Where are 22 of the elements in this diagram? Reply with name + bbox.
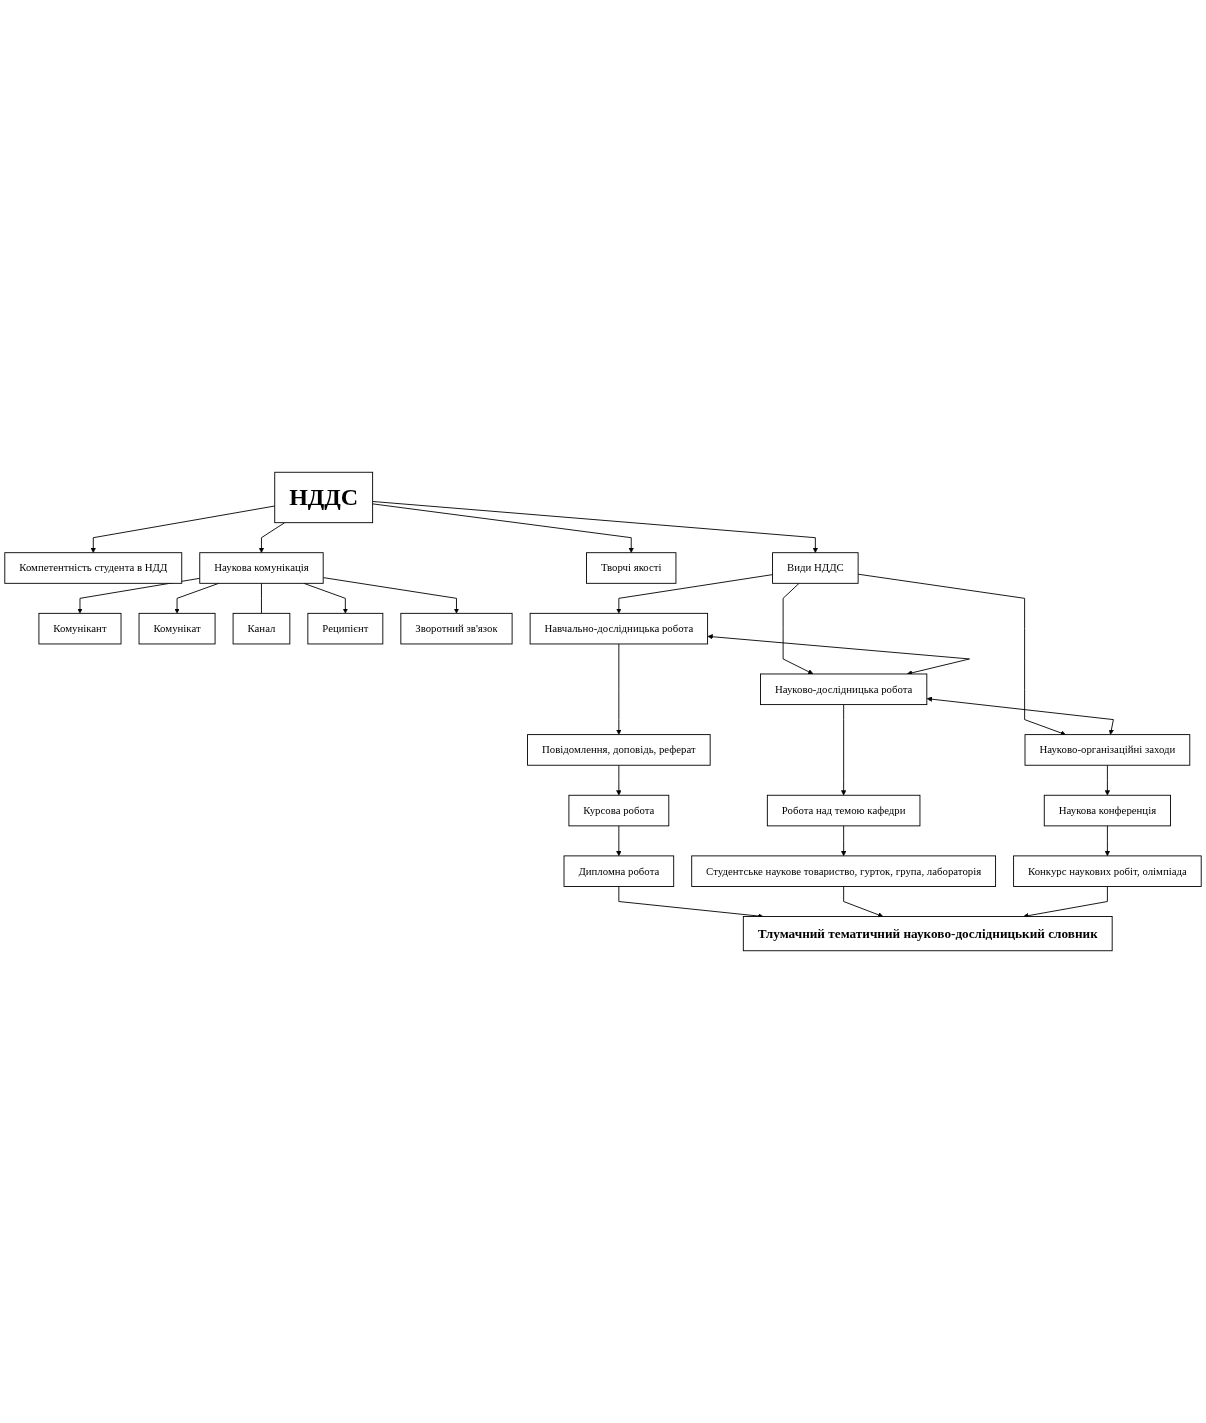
- node-box: Канал: [232, 612, 291, 645]
- node-box: Науково-організаційні заходи: [1024, 734, 1191, 766]
- node-box: НДДС: [274, 471, 374, 524]
- node-box: Зворотний зв'язок: [400, 612, 513, 645]
- node-box: Тлумачний тематичний науково-дослідницький словник: [742, 916, 1113, 952]
- node-box: Реципієнт: [307, 612, 384, 645]
- node-box: Творчі якості: [586, 552, 677, 584]
- node-box: Робота над темою кафедри: [766, 794, 921, 827]
- node-box: Студентське наукове товариство, гурток, група, лабораторія: [691, 855, 997, 887]
- node-box: Дипломна робота: [563, 855, 675, 887]
- node-box: Наукова комунікація: [199, 552, 324, 584]
- node-box: Комунікант: [38, 612, 122, 645]
- node-box: Комунікат: [138, 612, 216, 645]
- connector: [261, 582, 262, 614]
- node-box: Конкурс наукових робіт, олімпіада: [1013, 855, 1202, 887]
- node-box: Повідомлення, доповідь, реферат: [527, 734, 711, 766]
- node-box: Види НДДС: [772, 552, 859, 584]
- node-box: Наукова конференція: [1043, 794, 1171, 827]
- node-box: Науково-дослідницька робота: [760, 673, 928, 706]
- node-box: Навчально-дослідницька робота: [529, 612, 709, 645]
- node-box: Компетентність студента в НДД: [4, 552, 183, 584]
- node-box: Курсова робота: [568, 794, 670, 827]
